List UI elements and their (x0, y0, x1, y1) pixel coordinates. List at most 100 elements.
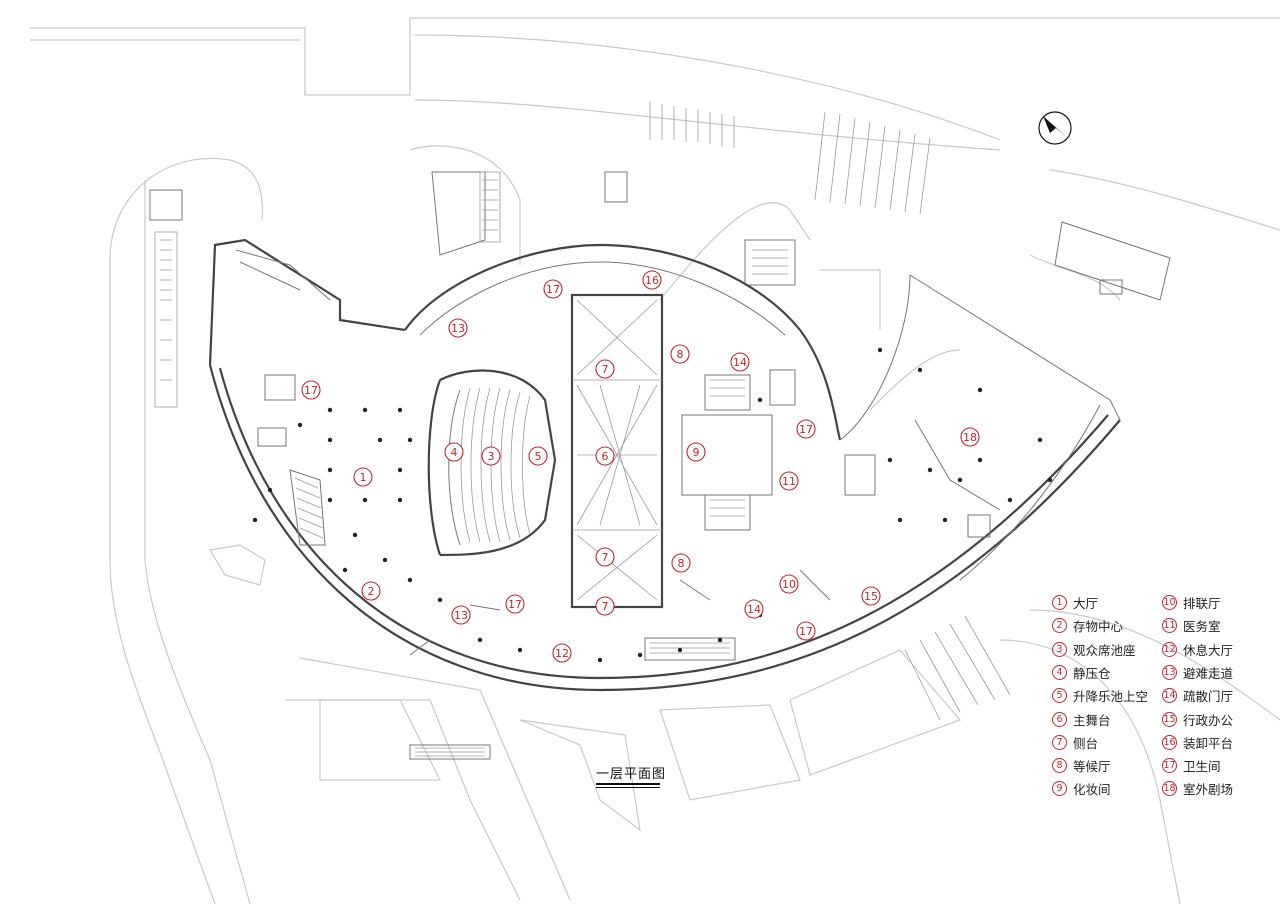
room-tag-circle (796, 621, 816, 641)
room-tag-circle (595, 596, 615, 616)
room-tag-number: 7 (602, 551, 609, 564)
room-tag-number: 3 (488, 450, 495, 463)
room-tag: 14 (744, 599, 764, 619)
column-dot (252, 517, 258, 523)
room-tag: 9 (686, 442, 706, 462)
column-dot (267, 487, 273, 493)
room-tag: 3 (481, 446, 501, 466)
room-tag: 12 (552, 643, 572, 663)
room-tag-number: 16 (645, 274, 659, 287)
room-tag-circle (448, 318, 468, 338)
legend-number: 5 (1052, 688, 1067, 704)
legend-label: 避难走道 (1183, 665, 1234, 681)
column-dot (397, 497, 403, 503)
column-dot (897, 517, 903, 523)
room-tag-number: 17 (799, 423, 813, 436)
legend-label: 休息大厅 (1183, 642, 1234, 658)
column-dot (1007, 497, 1013, 503)
room-tag-number: 12 (555, 647, 569, 660)
room-tag: 8 (670, 344, 690, 364)
column-dot (327, 407, 333, 413)
legend-number: 12 (1162, 641, 1177, 657)
column-dot (977, 387, 983, 393)
column-dot (377, 437, 383, 443)
column-dot (877, 347, 883, 353)
legend-label: 静压仓 (1073, 665, 1111, 681)
room-tag-number: 8 (677, 348, 684, 361)
column-dot (437, 597, 443, 603)
legend-number: 15 (1162, 711, 1177, 727)
room-tag-number: 4 (451, 446, 458, 459)
legend-number: 9 (1052, 781, 1067, 797)
room-tag-circle (744, 599, 764, 619)
room-tag-circle (595, 446, 615, 466)
room-tag-number: 17 (304, 384, 318, 397)
legend-item: 12 休息大厅 (1162, 640, 1233, 659)
legend-item: 5 升降乐池上空 (1052, 686, 1148, 705)
column-dot (637, 652, 643, 658)
room-tag-number: 17 (799, 625, 813, 638)
room-tag-circle (960, 427, 980, 447)
column-dot (1047, 477, 1053, 483)
room-tag: 1 (353, 467, 373, 487)
room-tag-number: 17 (508, 598, 522, 611)
room-tag-circle (779, 471, 799, 491)
legend-number: 2 (1052, 618, 1067, 634)
room-tag: 7 (595, 596, 615, 616)
column-dot (677, 647, 683, 653)
room-tag-circle (779, 574, 799, 594)
room-tag: 8 (671, 553, 691, 573)
column-dot (297, 422, 303, 428)
room-tag-circle (642, 270, 662, 290)
room-tag: 13 (451, 605, 471, 625)
north-arrow-icon (1038, 111, 1072, 145)
room-tag: 16 (642, 270, 662, 290)
structural-columns (252, 347, 1053, 663)
room-tag: 11 (779, 471, 799, 491)
legend-number: 10 (1162, 595, 1177, 610)
room-tag-number: 7 (602, 363, 609, 376)
room-tag-number: 10 (782, 578, 796, 591)
column-dot (397, 407, 403, 413)
room-tag-number: 13 (454, 609, 468, 622)
legend-item: 2 存物中心 (1052, 616, 1123, 635)
column-dot (717, 637, 723, 643)
column-dot (517, 647, 523, 653)
room-tag-circle (481, 446, 501, 466)
legend-label: 存物中心 (1073, 619, 1124, 635)
legend-number: 8 (1052, 758, 1067, 774)
legend-number: 3 (1052, 641, 1067, 657)
room-tag: 7 (595, 547, 615, 567)
room-tag-number: 2 (368, 585, 375, 598)
legend-label: 升降乐池上空 (1073, 689, 1149, 705)
column-dot (407, 437, 413, 443)
column-dot (327, 437, 333, 443)
room-tag-circle (670, 344, 690, 364)
plan-title: 一层平面图 (596, 767, 667, 782)
legend-label: 行政办公 (1183, 712, 1234, 728)
room-tag-circle (543, 279, 563, 299)
room-tag-circle (361, 581, 381, 601)
legend-number: 7 (1052, 734, 1067, 750)
room-tag-circle (505, 594, 525, 614)
column-dot (477, 637, 483, 643)
legend-item: 10 排联厅 (1162, 593, 1221, 612)
legend-label: 医务室 (1183, 619, 1221, 635)
column-dot (407, 577, 413, 583)
legend-label: 疏散门厅 (1183, 689, 1234, 705)
column-dot (362, 407, 368, 413)
room-tag-circle (451, 605, 471, 625)
room-tag-number: 14 (747, 603, 761, 616)
room-tag-circle (796, 419, 816, 439)
column-dot (327, 497, 333, 503)
room-tag-circle (444, 442, 464, 462)
room-tag-number: 11 (782, 475, 796, 488)
legend-label: 排联厅 (1183, 596, 1221, 611)
